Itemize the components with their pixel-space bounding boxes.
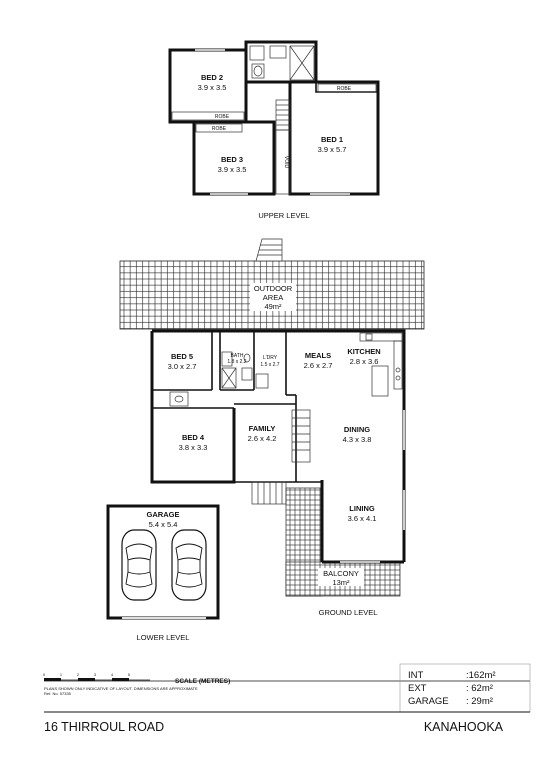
disclaimer-line-2: Ref. No. 57335 [44, 691, 71, 696]
family-label: FAMILY [249, 424, 276, 433]
bed3-dim: 3.9 x 3.5 [218, 165, 247, 174]
lining-dim: 3.6 x 4.1 [348, 514, 377, 523]
property-address: 16 THIRROUL ROAD [44, 720, 165, 734]
ldry-dim: 1.5 x 2.7 [260, 362, 279, 368]
bed4-label: BED 4 [182, 433, 205, 442]
bed1-dim: 3.9 x 5.7 [318, 145, 347, 154]
bed1-robe [317, 83, 377, 93]
dining-dim: 4.3 x 3.8 [343, 435, 372, 444]
bed2-robe-label: ROBE [215, 114, 230, 120]
garage-label: GARAGE [147, 510, 180, 519]
meals-label: MEALS [305, 351, 331, 360]
scale-title: SCALE (METRES) [175, 678, 231, 685]
bed5-label: BED 5 [171, 352, 193, 361]
area-int-value: :162m² [466, 670, 496, 681]
bed2-dim: 3.9 x 3.5 [198, 83, 227, 92]
ground-bath-fixtures [169, 351, 269, 407]
bath-label: BATH [231, 353, 244, 359]
scale-bar [44, 678, 530, 682]
garage [106, 504, 220, 620]
car-left [121, 529, 157, 601]
bed2-robe [171, 111, 245, 121]
bed3-robe [195, 123, 243, 133]
outdoor-area-value: 49m² [264, 302, 282, 311]
upper-bath-fixtures [249, 45, 315, 81]
upper-bathroom [244, 40, 318, 84]
upper-stair [275, 99, 291, 131]
ground-level-label: GROUND LEVEL [319, 608, 378, 617]
balcony-label: BALCONY [323, 569, 359, 578]
property-suburb: KANAHOOKA [423, 720, 503, 734]
bed3-label: BED 3 [221, 155, 243, 164]
bed1-robe-label: ROBE [337, 86, 352, 92]
scale-tick-label: 4 [111, 673, 113, 677]
plan-disclaimer: PLANS SHOWN ONLY INDICATIVE OF LAYOUT. D… [44, 686, 304, 696]
area-ext-label: EXT [408, 683, 427, 694]
entry-stair [251, 481, 287, 505]
disclaimer-line-1: PLANS SHOWN ONLY INDICATIVE OF LAYOUT. D… [44, 686, 198, 691]
area-ext-value: : 62m² [466, 683, 493, 694]
balcony-area [285, 487, 401, 597]
lining-label: LINING [349, 504, 375, 513]
outdoor-label: OUTDOOR [254, 284, 293, 293]
kitchen-fixtures [359, 332, 403, 397]
outdoor-sub: AREA [263, 293, 283, 302]
upper-level-label: UPPER LEVEL [258, 211, 309, 220]
scale-tick-label: 0 [43, 673, 45, 677]
lower-level-label: LOWER LEVEL [137, 633, 190, 642]
scale-tick-label: 1 [60, 673, 62, 677]
meals-dim: 2.6 x 2.7 [304, 361, 333, 370]
bed5-dim: 3.0 x 2.7 [168, 362, 197, 371]
area-int-label: INT [408, 670, 424, 681]
upper-level [168, 40, 380, 196]
bed1-label: BED 1 [321, 135, 343, 144]
bed3-robe-label: ROBE [212, 126, 227, 132]
scale-ticks: 0 1 2 3 4 5 [43, 673, 130, 677]
void-area [275, 129, 291, 195]
bed4-dim: 3.8 x 3.3 [179, 443, 208, 452]
ldry-label: L'DRY [263, 355, 278, 361]
kitchen-label: KITCHEN [347, 347, 380, 356]
scale-tick-label: 2 [77, 673, 79, 677]
internal-stair [291, 409, 311, 463]
area-garage-label: GARAGE [408, 696, 449, 707]
outdoor-stair [255, 238, 283, 262]
area-garage-value: : 29m² [466, 696, 493, 707]
balcony-dim: 13m² [332, 578, 350, 587]
scale-tick-label: 3 [94, 673, 96, 677]
bed2-label: BED 2 [201, 73, 223, 82]
bath-dim: 1.8 x 2.2 [227, 359, 246, 365]
void-label: VOID [283, 156, 289, 169]
kitchen-dim: 2.8 x 3.6 [350, 357, 379, 366]
scale-tick-label: 5 [128, 673, 130, 677]
car-right [171, 529, 207, 601]
garage-dim: 5.4 x 5.4 [149, 520, 178, 529]
family-dim: 2.6 x 4.2 [248, 434, 277, 443]
dining-label: DINING [344, 425, 370, 434]
